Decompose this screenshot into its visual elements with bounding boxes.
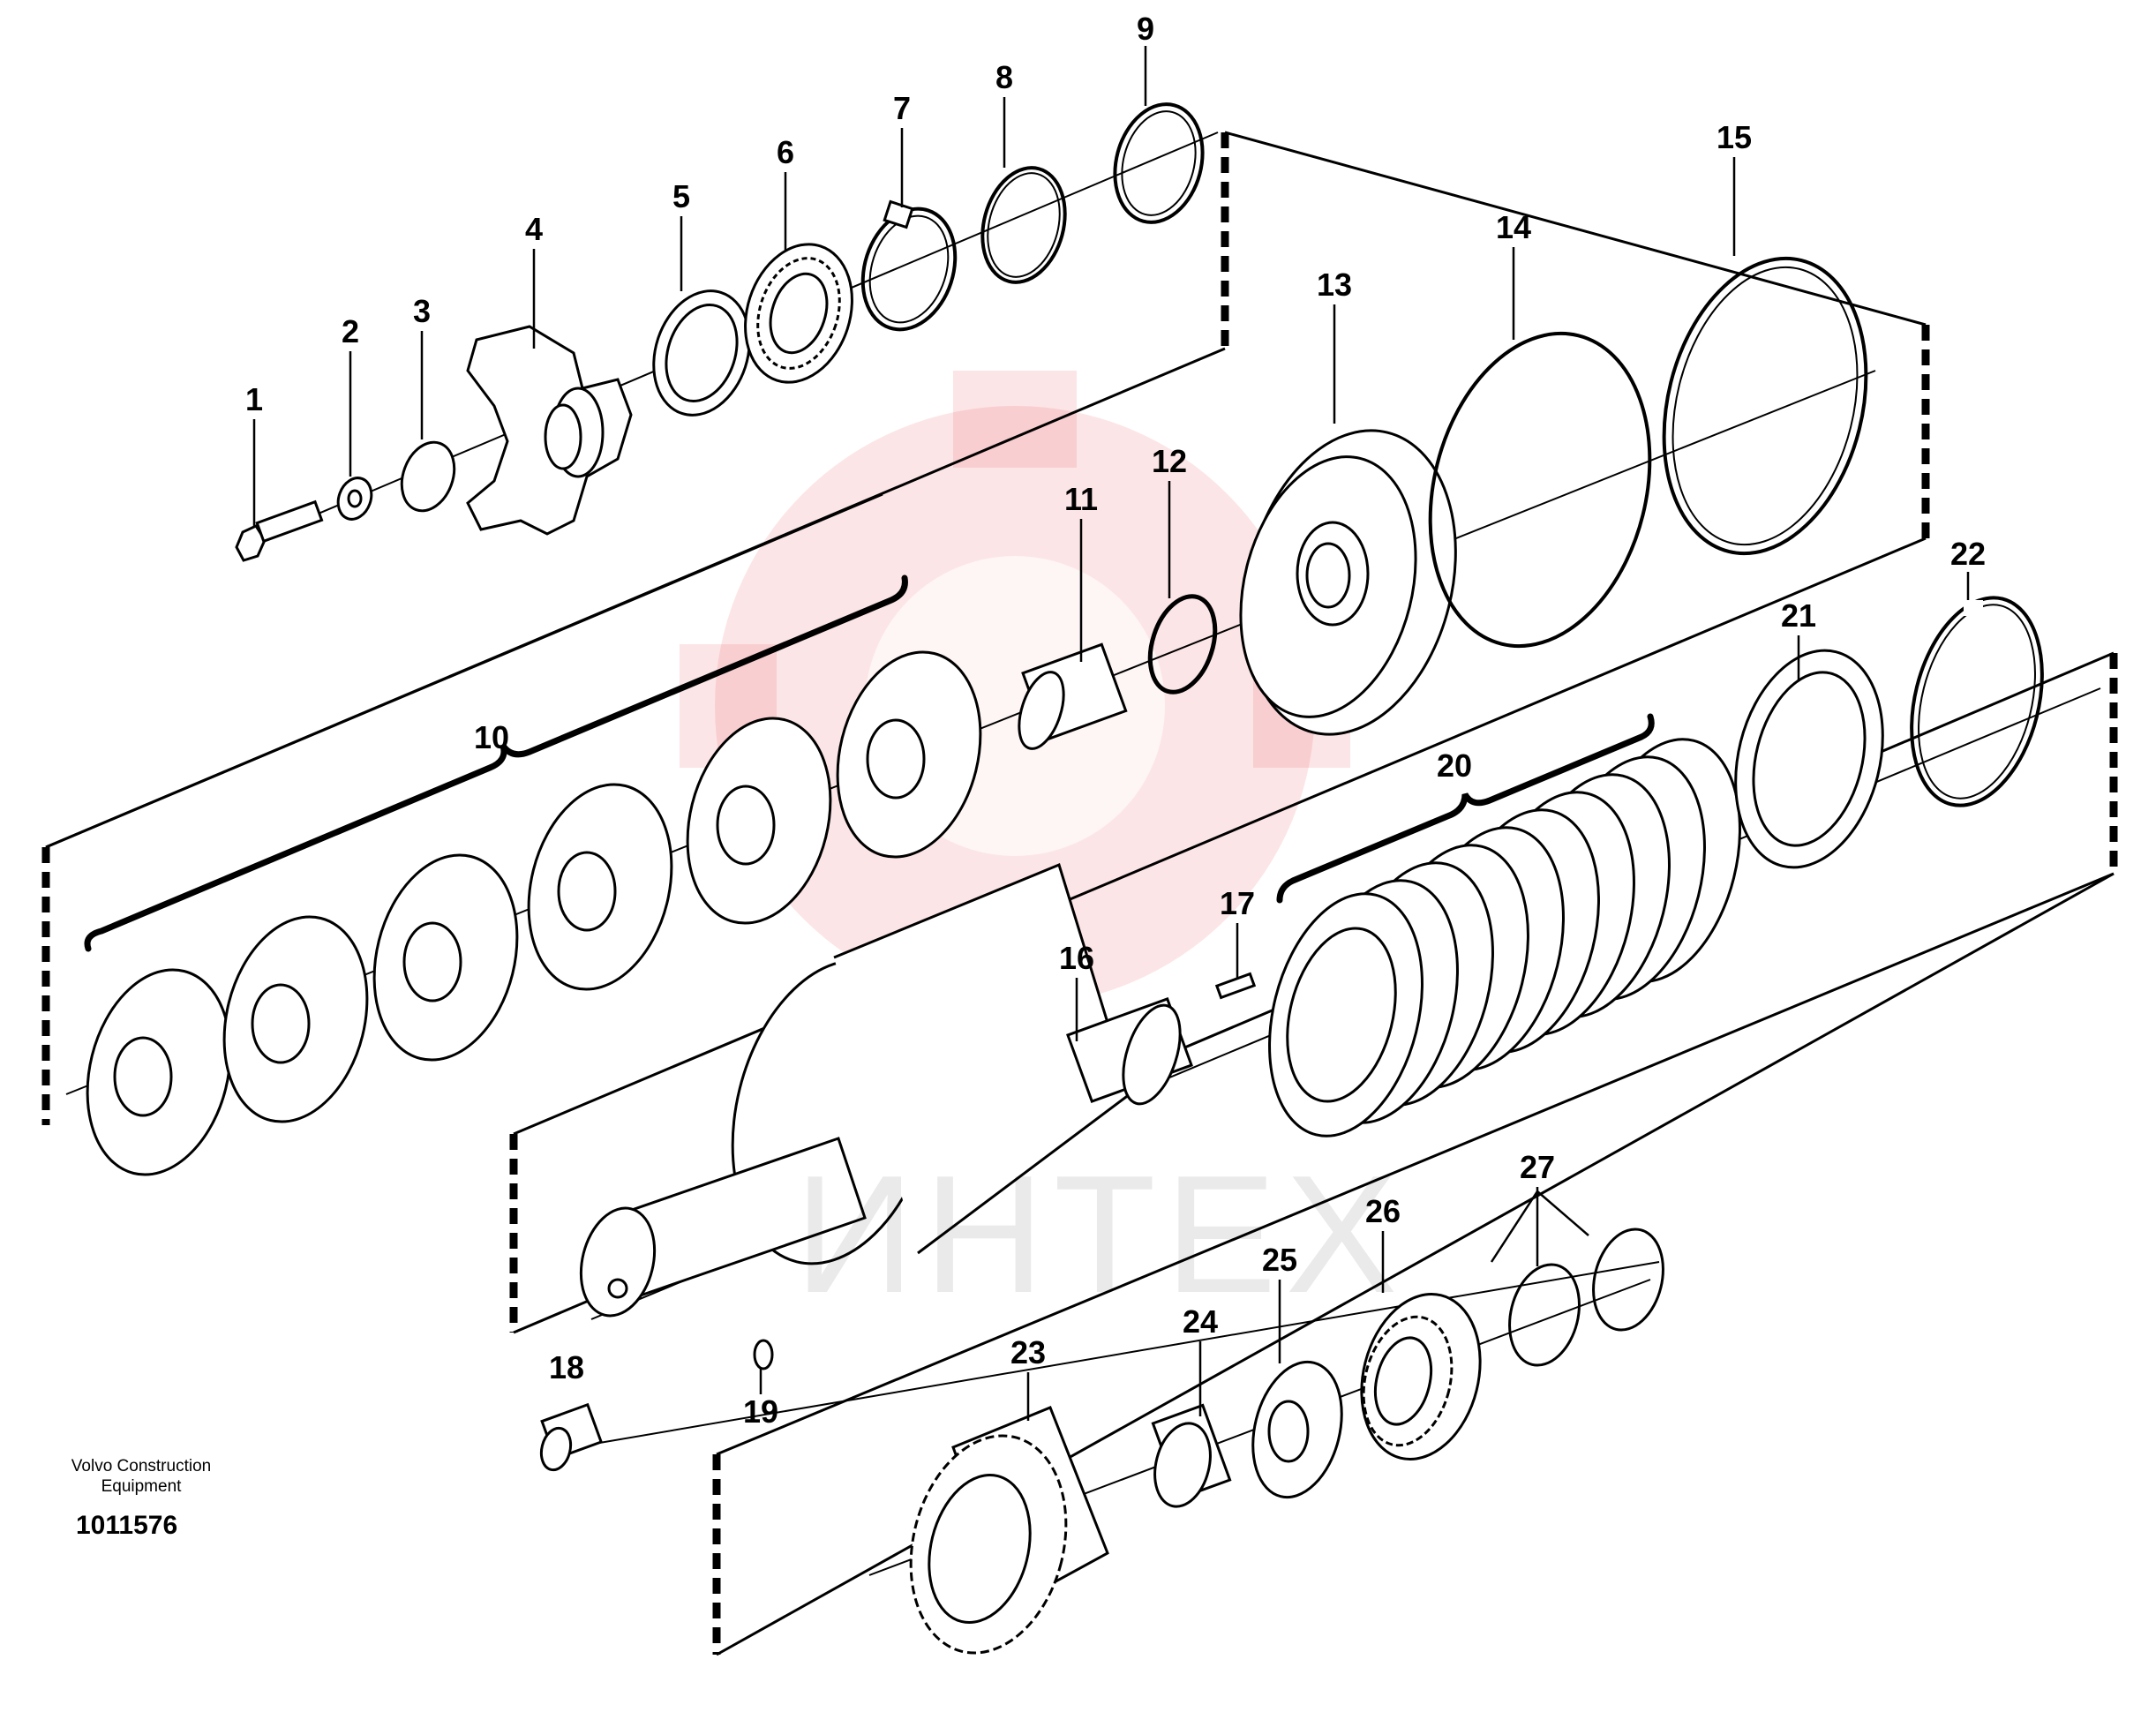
part-2-washer [336, 477, 373, 521]
callout-10: 10 [474, 719, 509, 755]
part-11-bushing [1018, 642, 1128, 750]
part-3-o-ring [400, 440, 456, 513]
callout-4: 4 [525, 211, 543, 247]
part-25-washer [1251, 1360, 1343, 1499]
part-10-brace [84, 574, 908, 952]
part-1-bolt [235, 499, 324, 562]
callout-17: 17 [1220, 885, 1255, 921]
part-15-ring [1662, 256, 1868, 556]
callout-22: 22 [1950, 536, 1986, 572]
leader-lines [252, 46, 1970, 1421]
callout-3: 3 [413, 293, 431, 329]
part-7-snap-ring [860, 199, 958, 332]
callout-20: 20 [1437, 747, 1472, 784]
part-20-disc-pack [1268, 738, 1741, 1138]
callout-8: 8 [995, 59, 1013, 95]
document-number: 1011576 [76, 1511, 178, 1540]
callout-24: 24 [1183, 1303, 1218, 1340]
part-17-pin [1214, 972, 1257, 1000]
part-21-end-plate [1734, 649, 1884, 869]
part-20-brace [1276, 713, 1655, 904]
part-9-ring [1113, 102, 1205, 224]
callout-27: 27 [1520, 1149, 1555, 1185]
part-4-yoke [466, 325, 633, 536]
part-26-bearing [1360, 1292, 1482, 1461]
callout-16: 16 [1059, 940, 1094, 976]
part-10-washers [86, 650, 982, 1176]
callout-1: 1 [245, 381, 263, 417]
manufacturer-caption: Volvo Construction Equipment [40, 1456, 243, 1497]
axis-line-bottom-small [573, 1261, 1660, 1448]
callout-6: 6 [777, 134, 794, 170]
callout-26: 26 [1365, 1193, 1401, 1229]
callout-14: 14 [1496, 209, 1531, 245]
part-6-bearing [744, 243, 853, 384]
caption-line-2: Equipment [101, 1477, 182, 1496]
part-8-ring [980, 166, 1067, 284]
caption-line-1: Volvo Construction [71, 1457, 212, 1475]
callout-13: 13 [1317, 267, 1352, 303]
callout-23: 23 [1010, 1334, 1046, 1370]
callout-19: 19 [743, 1393, 778, 1430]
callout-21: 21 [1781, 597, 1816, 634]
part-24-needle-bearing [1151, 1403, 1232, 1508]
callout-9: 9 [1137, 11, 1154, 47]
part-23-gear [909, 1406, 1109, 1655]
callout-5: 5 [672, 178, 690, 214]
callout-2: 2 [342, 313, 359, 349]
part-16-clutch-drum [579, 862, 1193, 1318]
part-19-ball [753, 1339, 774, 1370]
watermark-text: ИНТЕХ [794, 1141, 1407, 1328]
callout-15: 15 [1717, 119, 1752, 155]
part-18-plug [539, 1402, 604, 1472]
part-12-o-ring [1147, 594, 1218, 695]
part-14-seal [1428, 331, 1652, 649]
part-27-shims [1508, 1228, 1664, 1367]
callout-labels: 1 2 3 4 5 6 7 8 9 10 11 12 13 14 15 16 1… [245, 11, 1986, 1430]
callout-12: 12 [1152, 443, 1187, 479]
part-13-piston [1239, 429, 1457, 736]
callout-7: 7 [893, 90, 911, 126]
callout-18: 18 [549, 1349, 584, 1385]
callout-25: 25 [1262, 1242, 1297, 1278]
part-22-snap-ring [1910, 596, 2044, 807]
break-lines [41, 132, 2118, 1655]
callout-11: 11 [1064, 481, 1098, 517]
part-5-seal [652, 289, 751, 417]
